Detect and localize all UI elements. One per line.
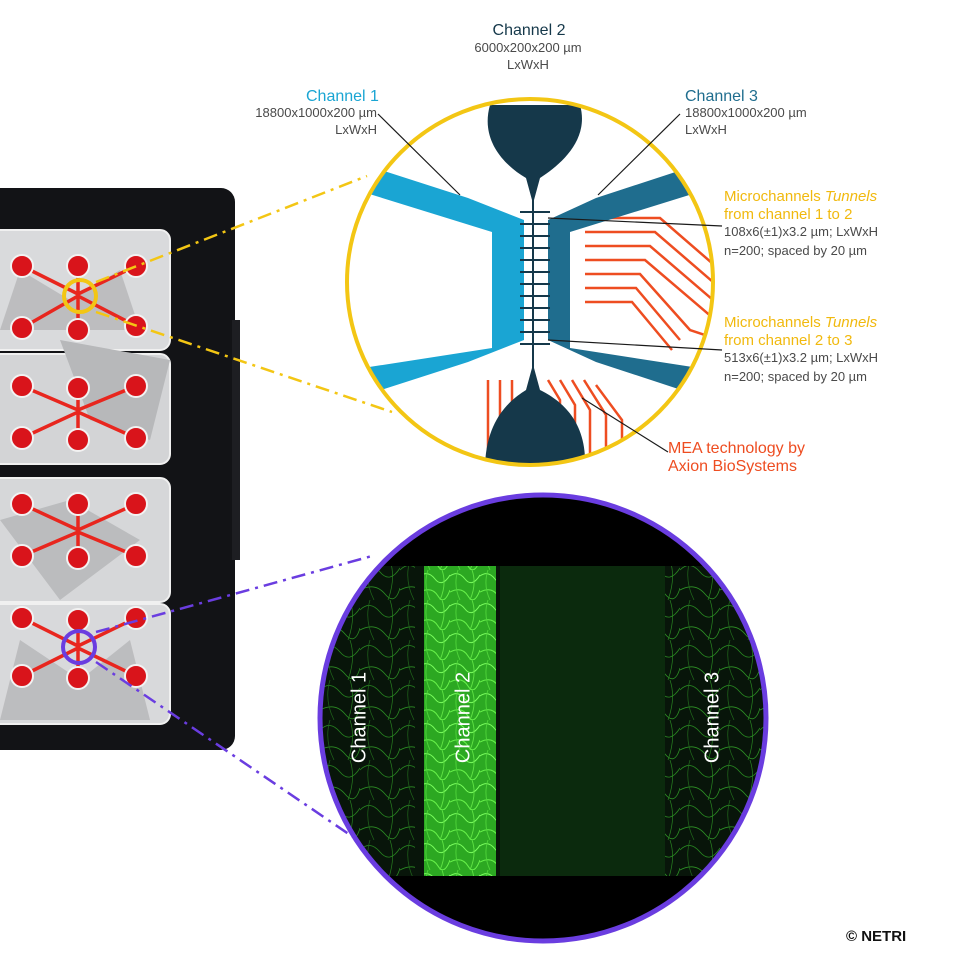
mea-plate [0, 188, 240, 750]
channel-1-title: Channel 1 [306, 88, 379, 105]
yellow-highlight-circle [62, 278, 98, 314]
leader-lines [377, 113, 723, 453]
channel-1-unit: LxWxH [335, 122, 377, 137]
fl-middle-area [500, 566, 665, 876]
channel-3-unit: LxWxH [685, 122, 727, 137]
microchannels-1-2-dims: 108x6(±1)x3.2 µm; LxWxH [724, 224, 879, 239]
fl-channel-2 [424, 566, 496, 876]
channel-2-title: Channel 2 [492, 22, 566, 39]
mea-label-line1: MEA technology by [668, 440, 805, 457]
channel-2-unit: LxWxH [507, 57, 549, 72]
microchannels-1-2-line2: from channel 1 to 2 [724, 206, 853, 223]
microchannels-1-2-count: n=200; spaced by 20 µm [724, 243, 867, 258]
zoom-lines [95, 174, 393, 860]
channel-3-title: Channel 3 [685, 88, 758, 105]
microchannels [520, 211, 550, 345]
plate-side-rail [232, 320, 240, 560]
microchannels-2-3-count: n=200; spaced by 20 µm [724, 369, 867, 384]
fluorescence-channel-2-label: Channel 2 [452, 671, 475, 764]
mea-label-line2: Axion BioSystems [668, 458, 797, 475]
channel-2-label: Channel 2 [484, 22, 574, 40]
microchannels-2-3-title: Microchannels Tunnels [724, 314, 878, 331]
fluorescence-channel-3-label: Channel 3 [701, 671, 724, 764]
purple-highlight-circle [61, 629, 97, 665]
copyright: © NETRI [846, 928, 907, 945]
electrode-dots [10, 254, 148, 690]
microchannels-2-3-line2: from channel 2 to 3 [724, 332, 853, 349]
channel-2-shape [485, 105, 586, 465]
channel-1-dims: 18800x1000x200 µm [255, 105, 377, 120]
microchannels-2-3-dims: 513x6(±1)x3.2 µm; LxWxH [724, 350, 879, 365]
design-zoom [345, 97, 715, 467]
channel-1-shape [350, 160, 524, 400]
microchannels-1-2-title: Microchannels Tunnels [724, 188, 878, 205]
channel-3-dims: 18800x1000x200 µm [685, 105, 807, 120]
fluorescence-channel-1-label: Channel 1 [348, 671, 371, 764]
channel-2-dims: 6000x200x200 µm [474, 40, 582, 55]
